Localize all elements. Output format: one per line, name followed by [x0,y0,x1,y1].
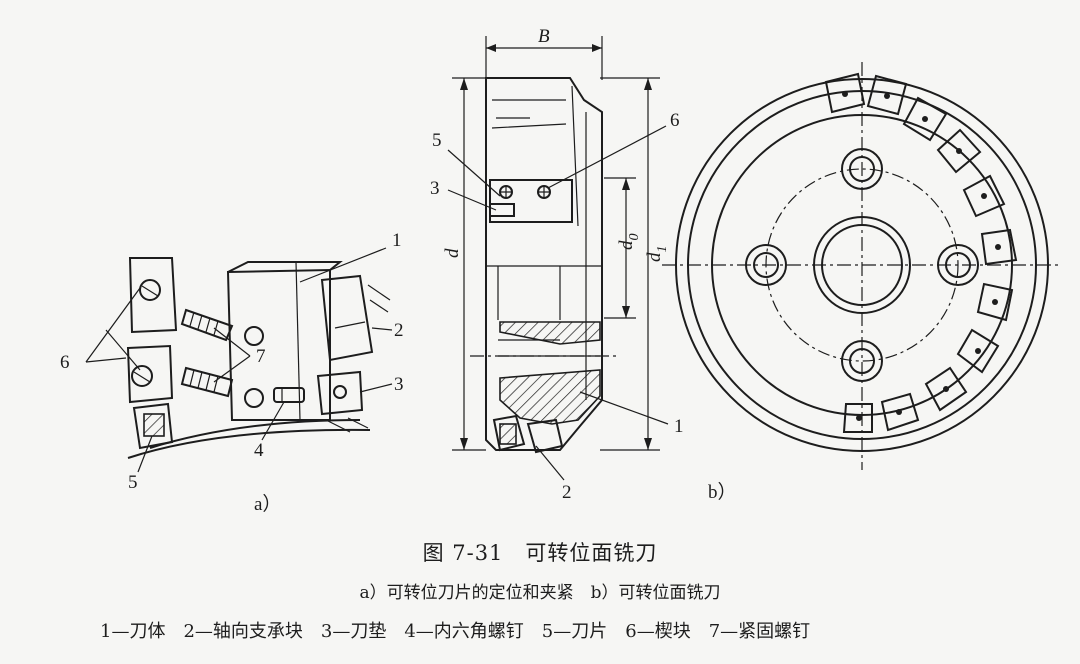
view-a-panel-label: a） [254,493,281,515]
figure-number: 图 7-31 [422,541,504,565]
view-a-callout-2: 2 [394,320,404,341]
view-a-callout-3: 3 [394,374,404,395]
view-b-callout-1: 1 [674,416,684,437]
view-a-drawing: 1 2 3 4 5 6 7 a） [60,230,404,515]
dim-d0-label: d0 [616,234,642,251]
view-a-callout-4: 4 [254,440,264,461]
view-b-plan-drawing: b） [662,62,1062,503]
figure-legend: 1—刀体 2—轴向支承块 3—刀垫 4—内六角螺钉 5—刀片 6—楔块 7—紧固… [100,621,811,642]
dim-d1-label: d1 [644,246,670,263]
dim-width-label: B [538,26,550,47]
view-b-callout-6-left: 3 [430,178,440,199]
view-b-panel-label: b） [708,481,737,503]
view-a-callout-6: 6 [60,352,70,373]
view-b-callout-5: 5 [432,130,442,151]
view-b-callout-6: 6 [670,110,680,131]
view-b-callout-2: 2 [562,482,572,503]
figure-subcaption: a）可转位刀片的定位和夹紧 b）可转位面铣刀 [359,583,721,603]
figure-title: 可转位面铣刀 [525,541,658,565]
view-a-callout-7: 7 [256,346,266,367]
dim-d-label: d [442,248,463,258]
view-a-callout-1: 1 [392,230,402,251]
view-b-section-drawing: B d d1 [430,26,684,503]
figure-caption: 图 7-31 可转位面铣刀 [0,537,1080,567]
view-a-callout-5: 5 [128,472,138,493]
